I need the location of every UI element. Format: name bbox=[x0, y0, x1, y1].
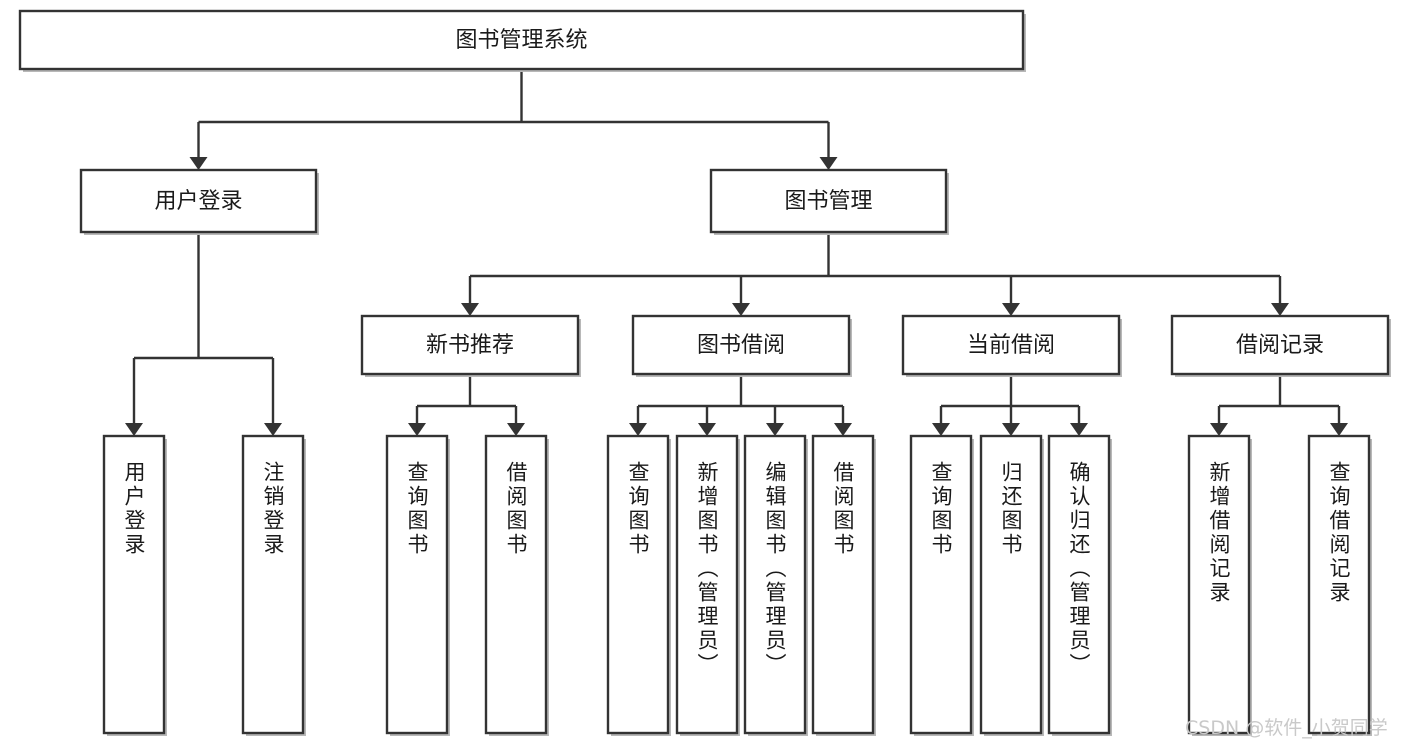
edge-arrow-icon bbox=[461, 303, 479, 316]
node-leaf-query-book-1[interactable]: 查询图书 bbox=[385, 434, 450, 736]
node-leaf-query-record[interactable]: 查询借阅记录 bbox=[1307, 434, 1372, 736]
node-leaf-confirm-return[interactable]: 确认归还（管理员） bbox=[1047, 434, 1112, 736]
node-box[interactable] bbox=[909, 434, 973, 735]
node-label: 编辑图书（管理员） bbox=[763, 461, 787, 677]
node-leaf-user-login[interactable]: 用户登录 bbox=[102, 434, 167, 736]
node-box[interactable] bbox=[1307, 434, 1371, 735]
node-box[interactable] bbox=[385, 434, 449, 735]
node-leaf-query-book-3[interactable]: 查询图书 bbox=[909, 434, 974, 736]
edge-arrow-icon bbox=[819, 157, 838, 170]
node-box[interactable] bbox=[484, 434, 548, 735]
node-current-borrow[interactable]: 当前借阅 bbox=[901, 314, 1122, 377]
node-label: 查询借阅记录 bbox=[1327, 461, 1351, 605]
edge-arrow-icon bbox=[1002, 423, 1020, 436]
node-borrow-record[interactable]: 借阅记录 bbox=[1170, 314, 1391, 377]
node-user-login[interactable]: 用户登录 bbox=[79, 168, 319, 235]
node-box[interactable] bbox=[631, 314, 851, 376]
node-box[interactable] bbox=[1170, 314, 1390, 376]
node-box[interactable] bbox=[79, 168, 318, 234]
node-leaf-user-logout[interactable]: 注销登录 bbox=[241, 434, 306, 736]
edge-arrow-icon bbox=[1210, 423, 1228, 436]
node-box[interactable] bbox=[360, 314, 580, 376]
edge-arrow-icon bbox=[1330, 423, 1348, 436]
node-label: 归还图书 bbox=[999, 461, 1023, 557]
node-label: 借阅图书 bbox=[504, 461, 528, 557]
node-label: 用户登录 bbox=[122, 461, 146, 557]
edge-arrow-icon bbox=[264, 423, 282, 436]
node-box[interactable] bbox=[1187, 434, 1251, 735]
node-box[interactable] bbox=[675, 434, 739, 735]
edge-arrow-icon bbox=[1070, 423, 1088, 436]
node-box[interactable] bbox=[709, 168, 948, 234]
node-box[interactable] bbox=[241, 434, 305, 735]
node-box[interactable] bbox=[979, 434, 1043, 735]
edge-arrow-icon bbox=[732, 303, 750, 316]
edge-arrow-icon bbox=[698, 423, 716, 436]
node-box[interactable] bbox=[102, 434, 166, 735]
node-label: 查询图书 bbox=[626, 461, 650, 557]
node-label: 借阅图书 bbox=[831, 461, 855, 557]
node-leaf-add-record[interactable]: 新增借阅记录 bbox=[1187, 434, 1252, 736]
nodes-layer: 图书管理系统用户登录图书管理新书推荐图书借阅当前借阅借阅记录用户登录注销登录查询… bbox=[18, 9, 1391, 736]
edge-arrow-icon bbox=[125, 423, 143, 436]
node-label: 当前借阅 bbox=[967, 333, 1055, 358]
node-leaf-query-book-2[interactable]: 查询图书 bbox=[606, 434, 671, 736]
node-box[interactable] bbox=[743, 434, 807, 735]
node-label: 图书管理系统 bbox=[455, 28, 587, 53]
node-leaf-add-book[interactable]: 新增图书（管理员） bbox=[675, 434, 740, 736]
node-leaf-edit-book[interactable]: 编辑图书（管理员） bbox=[743, 434, 808, 736]
edge-arrow-icon bbox=[1271, 303, 1289, 316]
edge-arrow-icon bbox=[834, 423, 852, 436]
node-label: 确认归还（管理员） bbox=[1067, 461, 1091, 677]
node-book-borrow[interactable]: 图书借阅 bbox=[631, 314, 852, 377]
node-label: 新增图书（管理员） bbox=[695, 461, 719, 677]
node-label: 注销登录 bbox=[261, 461, 285, 557]
node-box[interactable] bbox=[811, 434, 875, 735]
node-leaf-borrow-book-1[interactable]: 借阅图书 bbox=[484, 434, 549, 736]
edge-arrow-icon bbox=[507, 423, 525, 436]
edge-arrow-icon bbox=[408, 423, 426, 436]
edge-arrow-icon bbox=[629, 423, 647, 436]
node-box[interactable] bbox=[18, 9, 1025, 71]
node-leaf-return-book[interactable]: 归还图书 bbox=[979, 434, 1044, 736]
node-label: 新增借阅记录 bbox=[1207, 461, 1231, 605]
node-label: 查询图书 bbox=[929, 461, 953, 557]
node-box[interactable] bbox=[606, 434, 670, 735]
edges-layer bbox=[125, 69, 1348, 436]
node-leaf-borrow-book-2[interactable]: 借阅图书 bbox=[811, 434, 876, 736]
edge-arrow-icon bbox=[189, 157, 208, 170]
node-label: 图书管理 bbox=[784, 189, 872, 214]
node-new-book-rec[interactable]: 新书推荐 bbox=[360, 314, 581, 377]
node-root[interactable]: 图书管理系统 bbox=[18, 9, 1026, 72]
node-label: 查询图书 bbox=[405, 461, 429, 557]
node-label: 借阅记录 bbox=[1236, 333, 1324, 358]
node-label: 用户登录 bbox=[154, 189, 242, 214]
node-box[interactable] bbox=[1047, 434, 1111, 735]
edge-arrow-icon bbox=[1002, 303, 1020, 316]
node-box[interactable] bbox=[901, 314, 1121, 376]
node-book-manage[interactable]: 图书管理 bbox=[709, 168, 949, 235]
node-label: 图书借阅 bbox=[697, 333, 785, 358]
edge-arrow-icon bbox=[766, 423, 784, 436]
edge-arrow-icon bbox=[932, 423, 950, 436]
node-label: 新书推荐 bbox=[426, 333, 514, 358]
